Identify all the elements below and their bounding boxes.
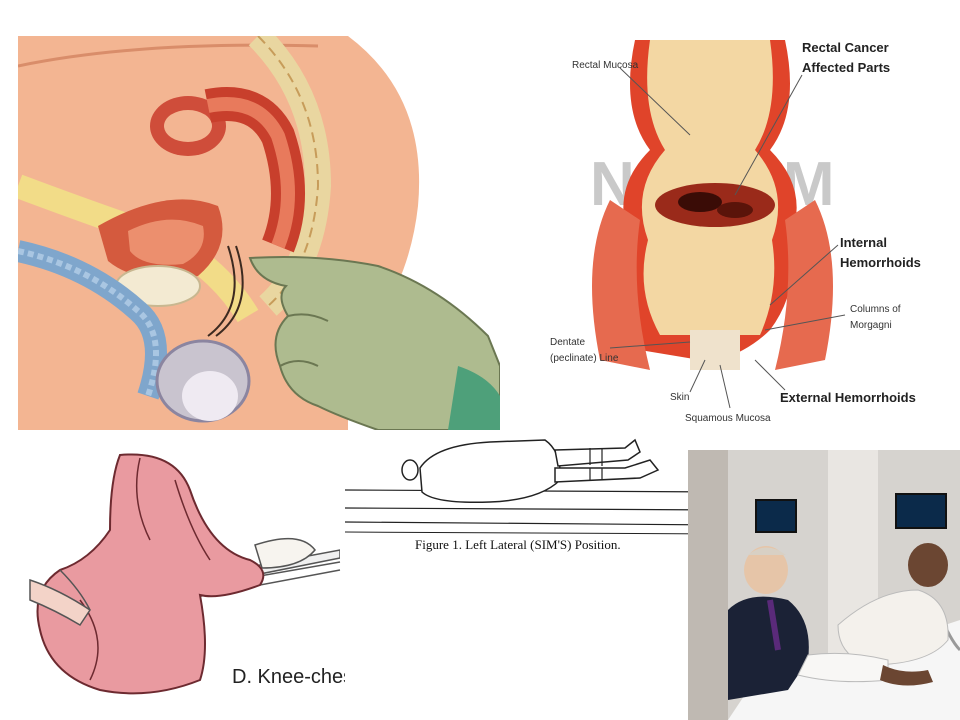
label-dentate-line-2: (peclinate) Line — [550, 353, 619, 364]
label-rectal-cancer-1: Rectal Cancer — [802, 40, 889, 55]
label-skin: Skin — [670, 392, 689, 403]
label-squamous-mucosa: Squamous Mucosa — [685, 413, 771, 424]
label-external-hemorrhoids: External Hemorrhoids — [780, 390, 916, 405]
label-dentate-line-1: Dentate — [550, 337, 585, 348]
sims-caption: Figure 1. Left Lateral (SIM'S) Position. — [415, 537, 621, 552]
digital-rectal-exam-illustration — [18, 36, 500, 430]
label-internal-hemorrhoids-2: Hemorrhoids — [840, 255, 921, 270]
knee-chest-position-illustration: D. Knee-chest — [0, 450, 345, 720]
label-columns-of-morgagni-2: Morgagni — [850, 320, 892, 331]
wall-monitor-left — [755, 499, 797, 533]
label-rectal-mucosa: Rectal Mucosa — [572, 60, 639, 71]
sims-position-figure: Figure 1. Left Lateral (SIM'S) Position. — [340, 430, 730, 560]
label-columns-of-morgagni-1: Columns of — [850, 304, 901, 315]
label-rectal-cancer-2: Affected Parts — [802, 60, 890, 75]
gloved-hand — [248, 256, 500, 430]
clinical-exam-photo — [688, 450, 960, 720]
knee-chest-caption: D. Knee-chest — [232, 666, 345, 688]
rectal-anatomy-diagram: NAITGM Rectal Mucosa Rectal Cancer Affec… — [540, 30, 960, 430]
label-internal-hemorrhoids-1: Internal — [840, 235, 887, 250]
wall-monitor-right — [895, 493, 947, 529]
